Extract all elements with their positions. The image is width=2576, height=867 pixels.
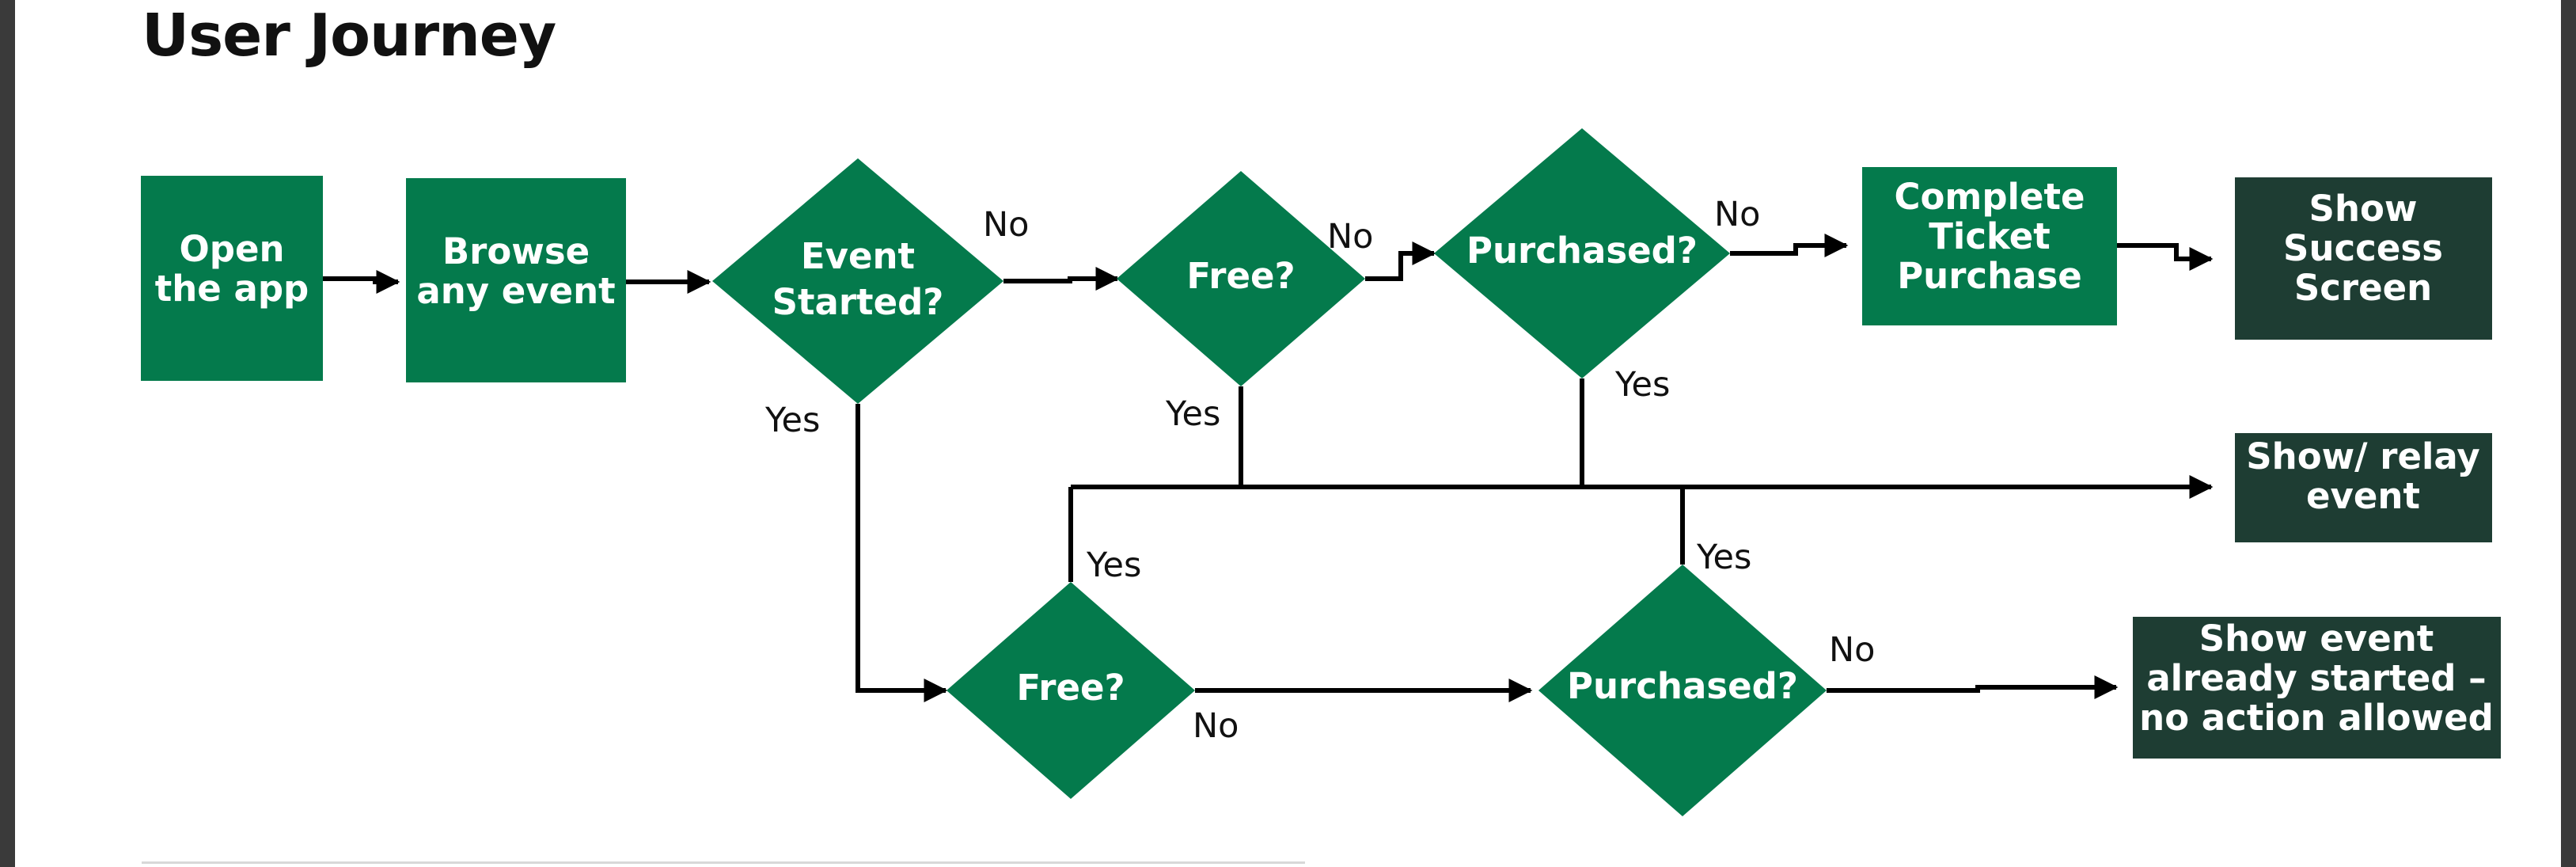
edge-purchased-top-no bbox=[1730, 234, 1849, 257]
svg-text:Free?: Free? bbox=[1186, 255, 1295, 297]
edge-complete-to-success bbox=[2117, 243, 2214, 271]
node-free-bottom: Free? bbox=[947, 582, 1195, 799]
edge-purchased-bottom-no bbox=[1827, 675, 2119, 699]
svg-text:Purchased?: Purchased? bbox=[1567, 665, 1798, 707]
svg-text:Purchased?: Purchased? bbox=[1466, 230, 1698, 272]
page-title: User Journey bbox=[142, 2, 556, 70]
node-label-line: Event bbox=[801, 235, 915, 277]
node-label-line: Free? bbox=[1016, 667, 1125, 709]
node-label-line: Purchased? bbox=[1466, 230, 1698, 272]
node-label-line: Browse bbox=[442, 230, 590, 272]
edge-open-to-browse bbox=[323, 270, 400, 294]
edge-event-started-no bbox=[1003, 267, 1120, 291]
node-label-line: Show bbox=[2309, 188, 2418, 230]
label-purchased-top-yes: Yes bbox=[1614, 365, 1670, 405]
node-label-line: Started? bbox=[772, 281, 944, 323]
node-label-line: Show event bbox=[2199, 618, 2434, 660]
label-purchased-top-no: No bbox=[1714, 195, 1760, 234]
node-label-line: Show/ relay bbox=[2246, 435, 2480, 477]
node-label-line: Purchased? bbox=[1567, 665, 1798, 707]
label-event-started-yes: Yes bbox=[764, 401, 820, 440]
node-label-line: Free? bbox=[1186, 255, 1295, 297]
node-label-line: already started – bbox=[2146, 657, 2486, 699]
node-label-line: Ticket bbox=[1929, 215, 2051, 257]
edge-event-started-yes bbox=[856, 404, 948, 702]
node-free-top: Free? bbox=[1117, 171, 1365, 386]
node-label-line: Success bbox=[2283, 227, 2443, 269]
edges bbox=[323, 234, 2214, 702]
node-label-line: Purchase bbox=[1897, 255, 2082, 297]
label-free-top-yes: Yes bbox=[1165, 394, 1220, 434]
node-label-line: Screen bbox=[2294, 267, 2432, 309]
page: User Journey No Yes bbox=[15, 0, 2561, 867]
node-purchased-top: Purchased? bbox=[1434, 128, 1730, 378]
label-purchased-bottom-yes: Yes bbox=[1696, 538, 1751, 577]
label-event-started-no: No bbox=[983, 205, 1029, 245]
label-free-bottom-yes: Yes bbox=[1086, 546, 1141, 585]
node-label-line: Open bbox=[179, 228, 284, 270]
node-label-line: no action allowed bbox=[2139, 697, 2494, 739]
edge-free-top-no bbox=[1365, 241, 1436, 281]
node-label-line: event bbox=[2306, 475, 2420, 517]
node-label-line: the app bbox=[155, 268, 309, 310]
node-label-line: any event bbox=[416, 270, 615, 312]
page-divider bbox=[142, 861, 1305, 864]
edge-labels: No Yes No Yes No Yes Yes No Yes No bbox=[764, 195, 1875, 746]
svg-text:Free?: Free? bbox=[1016, 667, 1125, 709]
label-purchased-bottom-no: No bbox=[1829, 630, 1875, 670]
node-label-line: Complete bbox=[1894, 176, 2085, 218]
label-free-bottom-no: No bbox=[1193, 706, 1239, 746]
label-free-top-no: No bbox=[1327, 217, 1373, 257]
node-purchased-bottom: Purchased? bbox=[1538, 565, 1827, 816]
